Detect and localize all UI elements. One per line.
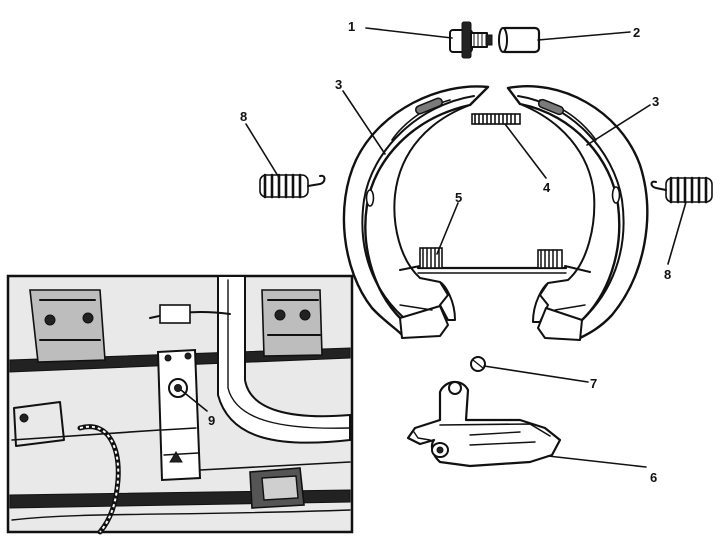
hold-down-spring-right [650,176,713,204]
park-brake-lever [406,380,562,468]
brake-shoe-left [342,85,490,339]
callout-6: 6 [650,470,657,485]
callout-5: 5 [455,190,462,205]
hold-down-spring-left [259,173,326,199]
upper-return-spring [471,113,521,125]
brake-shoe-right [506,85,649,341]
callout-1: 1 [348,19,355,34]
pivot-pin [470,356,486,372]
adjuster-screw [449,21,493,59]
callout-9: 9 [208,413,215,428]
adjuster-sleeve [498,26,541,54]
callout-7: 7 [590,376,597,391]
callout-3-right-shoe: 3 [652,94,659,109]
callout-8-right: 8 [664,267,671,282]
inset-vehicle-view [6,274,354,535]
callout-3-left-shoe: 3 [335,77,342,92]
lower-spring [399,247,591,274]
callout-8-left: 8 [240,109,247,124]
callout-4: 4 [543,180,551,195]
callout-2: 2 [633,25,640,40]
leader-lines [180,27,687,468]
